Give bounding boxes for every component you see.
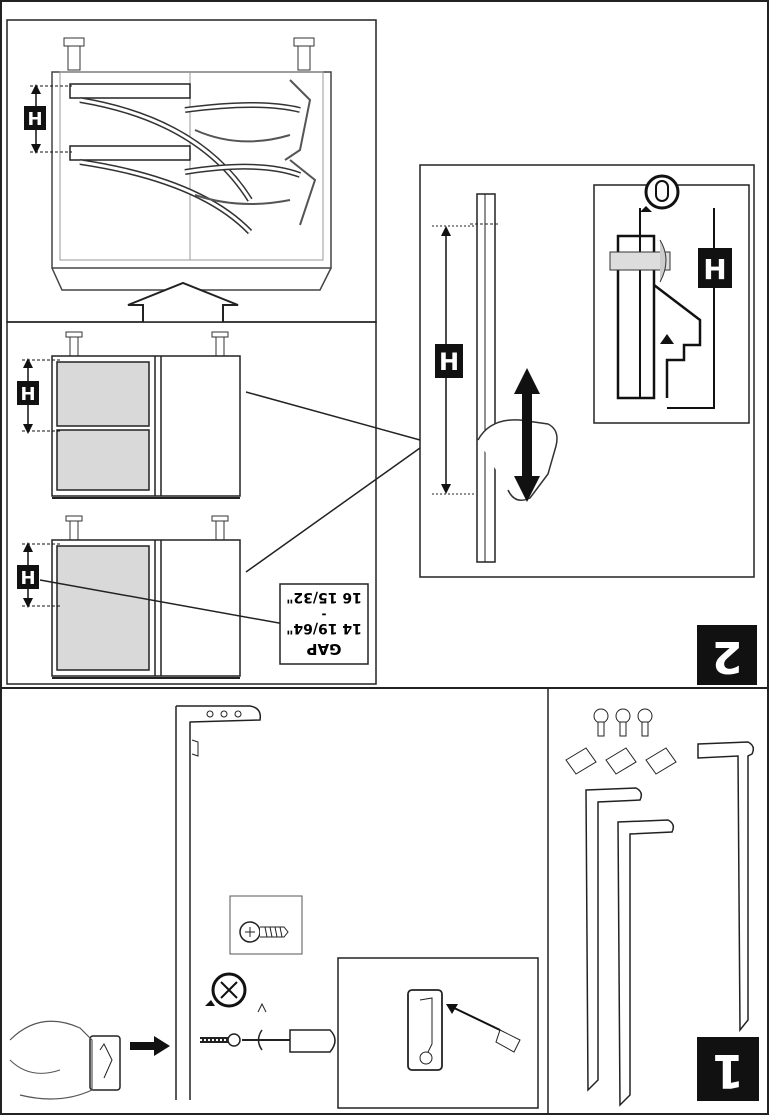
rail-assembly-panel [10,706,538,1108]
detail-leader-bottom [246,448,420,572]
height-label-detail: H [439,348,459,376]
screw-icon [594,709,652,736]
cabinet-overview-panel [7,20,376,322]
screw-callout [230,896,302,954]
no-power-tool-icon [205,974,245,1006]
height-label-inset: H [703,253,726,286]
height-label: H [27,109,42,130]
detail-leader-top [246,392,420,440]
height-label-a: H [20,384,35,405]
height-label-b: H [20,568,35,589]
gap-dash: - [321,608,326,622]
rail-detail-panel [420,165,754,577]
gap-max: 16 15/32" [286,589,362,605]
step-1-number: 1 [712,1044,744,1098]
gap-title: GAP [307,640,342,658]
step-2-number: 2 [712,631,743,682]
